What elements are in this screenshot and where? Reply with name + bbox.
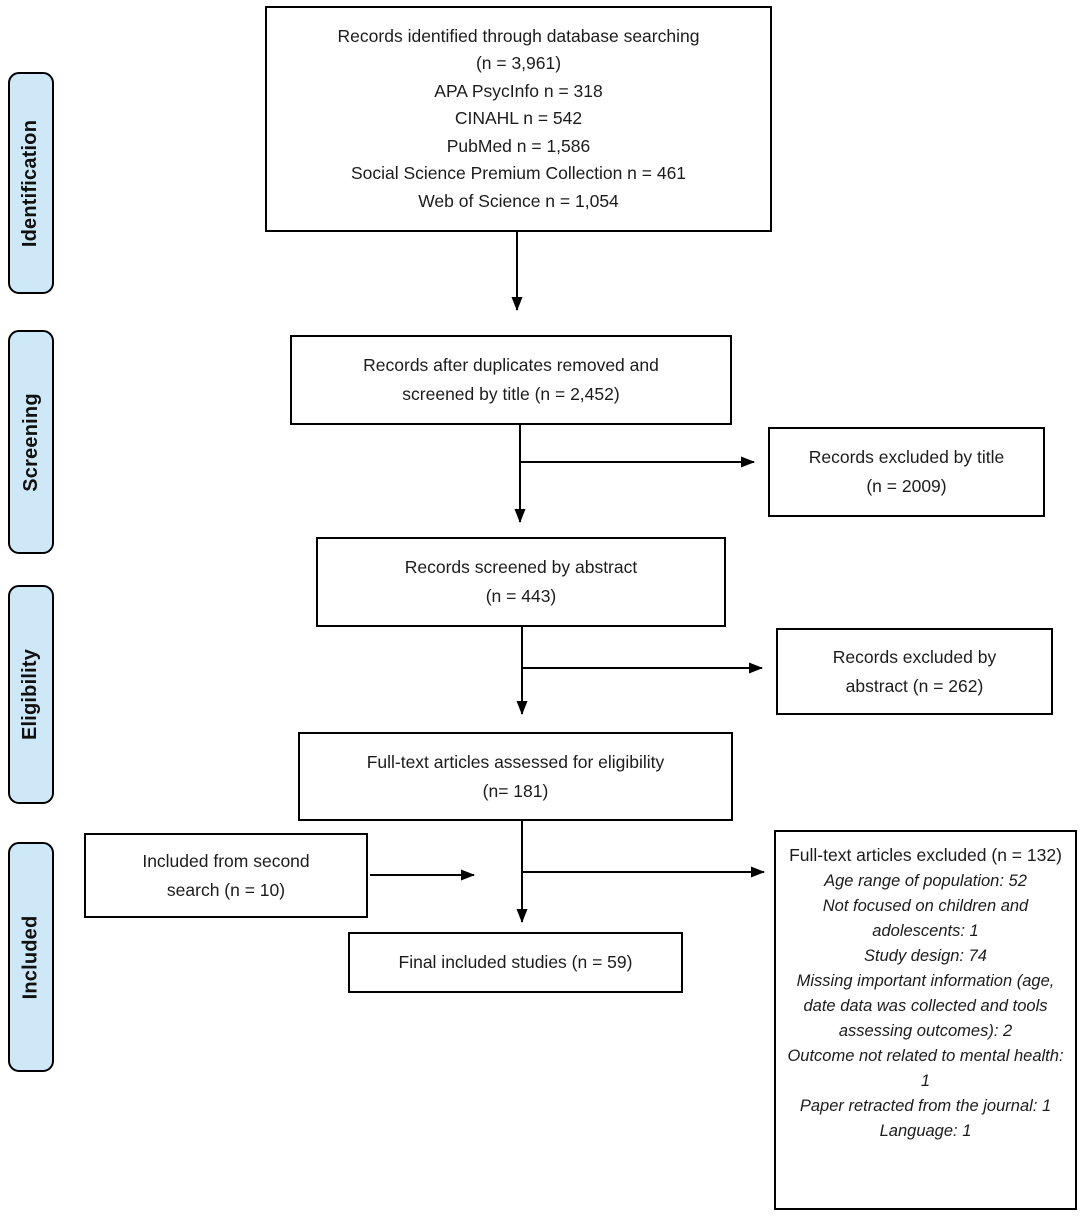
stage-included: Included bbox=[8, 842, 54, 1072]
box-line: CINAHL n = 542 bbox=[454, 108, 583, 129]
stage-screening: Screening bbox=[8, 330, 54, 554]
box-excluded-by-title: Records excluded by title (n = 2009) bbox=[768, 427, 1045, 517]
box-line: APA PsycInfo n = 318 bbox=[434, 80, 603, 101]
box-records-identified: Records identified through database sear… bbox=[265, 6, 772, 232]
box-line: Records excluded by title bbox=[808, 447, 1005, 467]
box-title: Full-text articles excluded (n = 132) bbox=[789, 845, 1062, 865]
exclusion-reason: Paper retracted from the journal: 1 bbox=[799, 1097, 1052, 1115]
stage-eligibility: Eligibility bbox=[8, 585, 54, 804]
stage-screening-label: Screening bbox=[19, 392, 42, 492]
exclusion-reason: Age range of population: 52 bbox=[824, 872, 1027, 890]
stage-included-label: Included bbox=[19, 915, 42, 999]
exclusion-reason: Not focused on children and adolescents:… bbox=[822, 897, 1029, 940]
box-line: (n = 2009) bbox=[866, 476, 947, 496]
box-line: Final included studies (n = 59) bbox=[398, 952, 633, 972]
box-duplicates-removed: Records after duplicates removed and scr… bbox=[290, 335, 732, 425]
box-line: Records identified through database sear… bbox=[337, 25, 700, 46]
box-line: (n = 443) bbox=[485, 586, 557, 606]
box-line: Records excluded by bbox=[832, 646, 997, 667]
exclusion-reason: Study design: 74 bbox=[864, 947, 987, 965]
box-line: abstract (n = 262) bbox=[845, 675, 984, 696]
box-final-included: Final included studies (n = 59) bbox=[348, 932, 683, 993]
exclusion-reason: Missing important information (age, date… bbox=[796, 972, 1055, 1040]
box-line: PubMed n = 1,586 bbox=[446, 135, 591, 156]
box-line: screened by title (n = 2,452) bbox=[402, 384, 620, 404]
box-line: (n= 181) bbox=[482, 780, 549, 801]
box-line: Social Science Premium Collection n = 46… bbox=[350, 163, 687, 184]
box-line: (n = 3,961) bbox=[475, 53, 562, 74]
box-screened-by-abstract: Records screened by abstract (n = 443) bbox=[316, 537, 726, 627]
box-line: Included from second bbox=[142, 850, 310, 871]
box-line: Full-text articles assessed for eligibil… bbox=[366, 751, 665, 772]
box-second-search: Included from second search (n = 10) bbox=[84, 833, 368, 918]
stage-eligibility-label: Eligibility bbox=[19, 648, 42, 741]
exclusion-reason: Outcome not related to mental health: 1 bbox=[787, 1047, 1064, 1090]
box-line: Records screened by abstract bbox=[404, 557, 638, 577]
box-fulltext-assessed: Full-text articles assessed for eligibil… bbox=[298, 732, 733, 821]
box-fulltext-excluded: Full-text articles excluded (n = 132) Ag… bbox=[774, 830, 1077, 1210]
exclusion-reason: Language: 1 bbox=[879, 1122, 972, 1140]
box-line: search (n = 10) bbox=[166, 879, 286, 900]
box-line: Web of Science n = 1,054 bbox=[418, 190, 619, 211]
stage-identification-label: Identification bbox=[19, 119, 42, 247]
box-excluded-by-abstract: Records excluded by abstract (n = 262) bbox=[776, 628, 1053, 715]
stage-identification: Identification bbox=[8, 72, 54, 294]
box-line: Records after duplicates removed and bbox=[363, 355, 659, 375]
